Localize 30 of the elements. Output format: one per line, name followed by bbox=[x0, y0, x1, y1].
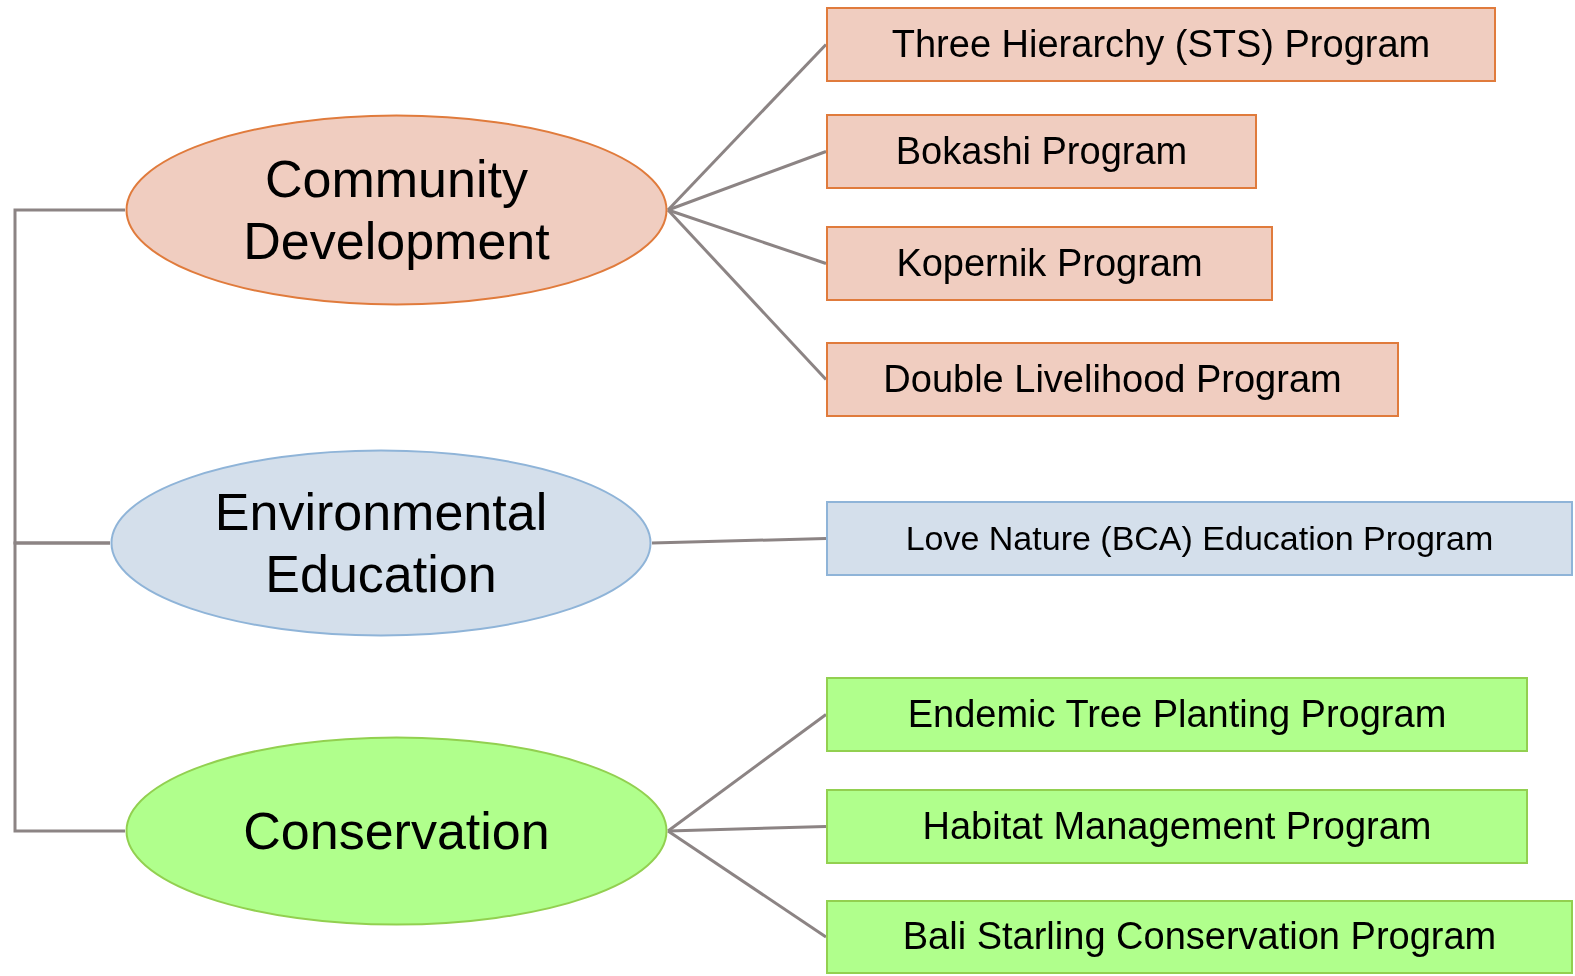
node-label: Community Development bbox=[242, 148, 551, 272]
bracket-line bbox=[13, 208, 125, 545]
node-label: Double Livelihood Program bbox=[883, 356, 1342, 402]
connector-line bbox=[651, 537, 827, 545]
program-box bbox=[826, 501, 1573, 576]
program-box bbox=[826, 114, 1257, 189]
connector-line bbox=[667, 713, 827, 833]
program-box bbox=[826, 342, 1399, 417]
node-label: Habitat Management Program bbox=[922, 803, 1432, 849]
node-label: Bokashi Program bbox=[895, 128, 1188, 174]
bracket-line bbox=[13, 541, 125, 833]
node-label: Bali Starling Conservation Program bbox=[902, 914, 1497, 960]
node-label: Three Hierarchy (STS) Program bbox=[891, 21, 1431, 67]
program-box bbox=[826, 677, 1528, 752]
topic-ellipse bbox=[125, 114, 668, 306]
node-label: Conservation bbox=[243, 800, 550, 862]
program-box bbox=[826, 900, 1573, 974]
topic-ellipse bbox=[125, 736, 668, 926]
topic-ellipse bbox=[110, 449, 652, 637]
program-box bbox=[826, 7, 1496, 82]
node-label: Kopernik Program bbox=[896, 240, 1203, 286]
connector-line bbox=[667, 825, 827, 833]
connector-line bbox=[667, 208, 827, 265]
program-box bbox=[826, 789, 1528, 864]
node-label: Endemic Tree Planting Program bbox=[907, 691, 1447, 737]
node-label: Love Nature (BCA) Education Program bbox=[905, 518, 1494, 559]
connector-line bbox=[667, 150, 827, 212]
program-box bbox=[826, 226, 1273, 301]
connector-line bbox=[667, 829, 827, 939]
node-label: Environmental Education bbox=[213, 481, 549, 605]
